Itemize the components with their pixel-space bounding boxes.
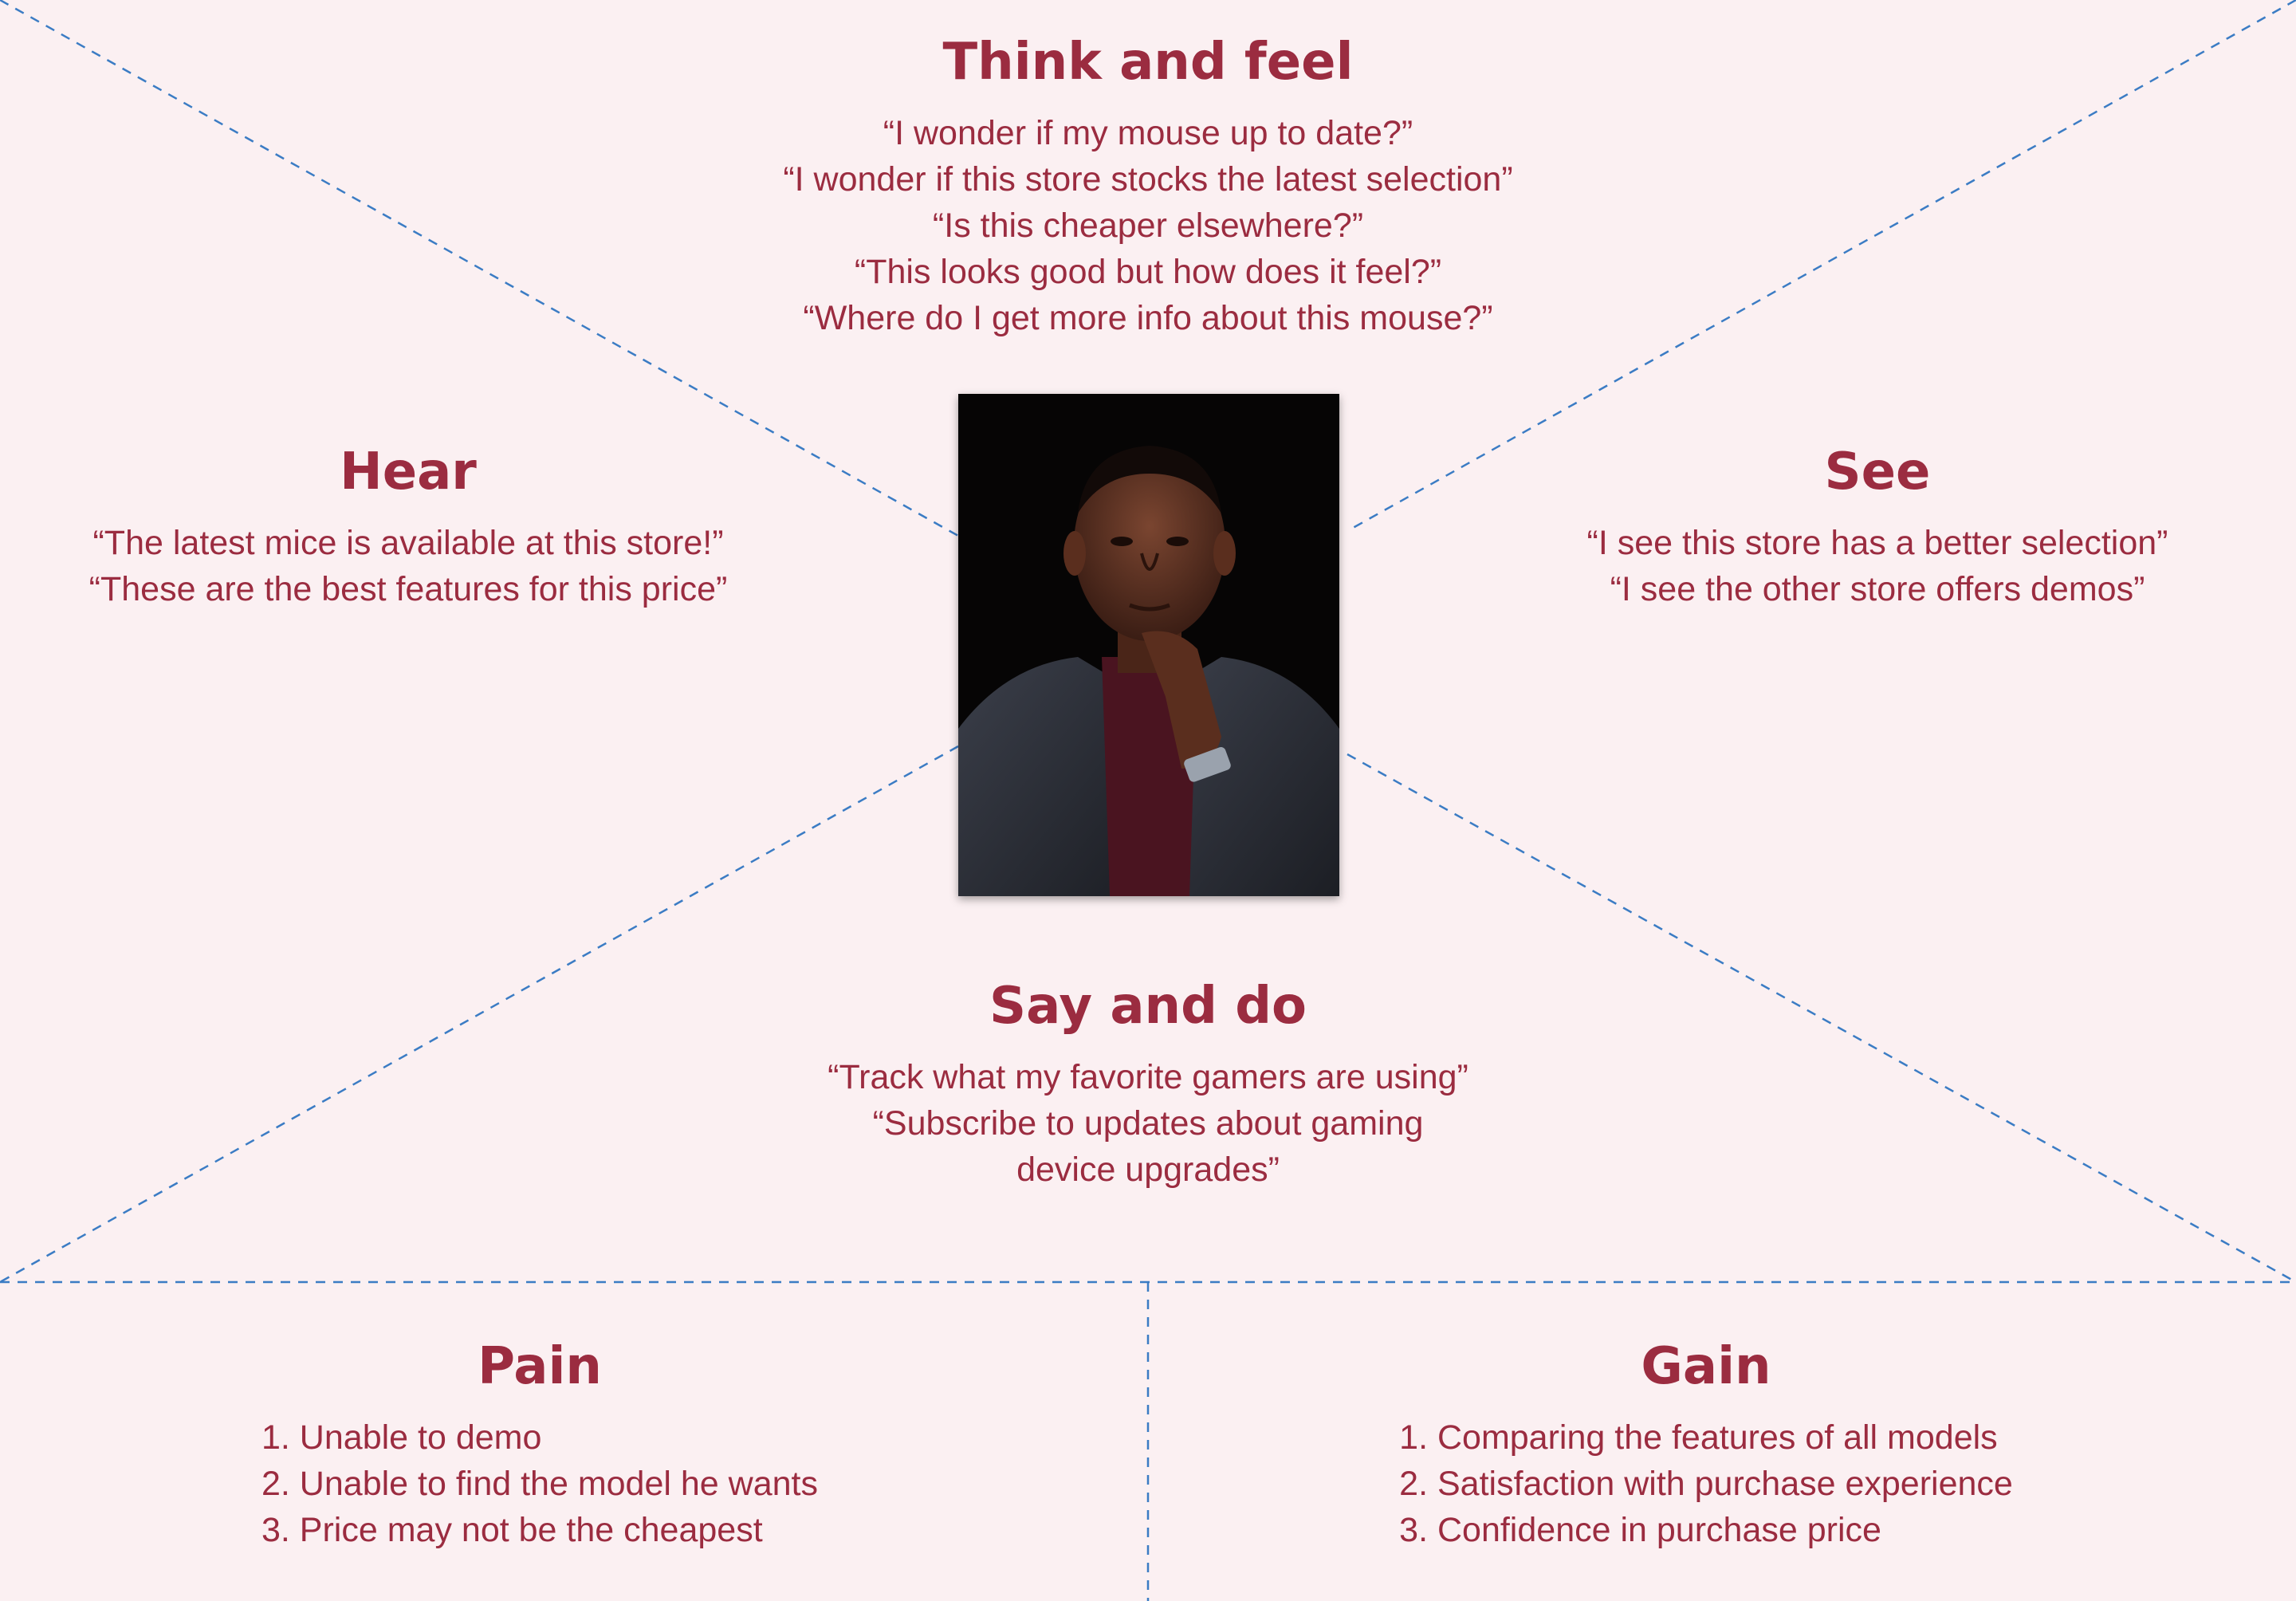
gain-item: 1. Comparing the features of all models bbox=[1399, 1418, 1998, 1457]
think-quote: “Is this cheaper elsewhere?” bbox=[932, 207, 1364, 245]
think-quote: “I wonder if this store stocks the lates… bbox=[783, 160, 1513, 199]
pain-list: 1. Unable to demo 2. Unable to find the … bbox=[261, 1414, 818, 1553]
hear-section: Hear “The latest mice is available at th… bbox=[24, 440, 792, 612]
think-and-feel-heading: Think and feel bbox=[942, 33, 1354, 92]
see-section: See “I see this store has a better selec… bbox=[1515, 440, 2240, 612]
gain-list: 1. Comparing the features of all models … bbox=[1399, 1414, 2013, 1553]
diagonal-bottom-right bbox=[1347, 753, 2296, 1284]
hear-quote: “The latest mice is available at this st… bbox=[92, 524, 724, 562]
say-quote: device upgrades” bbox=[1016, 1151, 1280, 1189]
say-quote: “Track what my favorite gamers are using… bbox=[828, 1058, 1468, 1096]
pain-heading: Pain bbox=[478, 1337, 602, 1396]
hear-heading: Hear bbox=[340, 443, 477, 502]
say-and-do-quotes: “Track what my favorite gamers are using… bbox=[670, 1054, 1626, 1193]
think-and-feel-section: Think and feel “I wonder if my mouse up … bbox=[670, 30, 1626, 341]
pain-section: Pain 1. Unable to demo 2. Unable to find… bbox=[64, 1335, 1016, 1553]
persona-photo bbox=[958, 394, 1339, 896]
hear-quotes: “The latest mice is available at this st… bbox=[24, 520, 792, 612]
gain-section: Gain 1. Comparing the features of all mo… bbox=[1228, 1335, 2184, 1553]
gain-item: 2. Satisfaction with purchase experience bbox=[1399, 1465, 2013, 1503]
see-quotes: “I see this store has a better selection… bbox=[1515, 520, 2240, 612]
say-and-do-heading: Say and do bbox=[989, 977, 1307, 1036]
think-quote: “This looks good but how does it feel?” bbox=[854, 253, 1442, 291]
see-quote: “I see the other store offers demos” bbox=[1610, 570, 2145, 608]
pain-item: 3. Price may not be the cheapest bbox=[261, 1511, 763, 1549]
say-quote: “Subscribe to updates about gaming bbox=[872, 1104, 1424, 1143]
diagonal-bottom-left bbox=[0, 745, 959, 1284]
see-quote: “I see this store has a better selection… bbox=[1586, 524, 2168, 562]
gain-item: 3. Confidence in purchase price bbox=[1399, 1511, 1881, 1549]
pain-item: 1. Unable to demo bbox=[261, 1418, 542, 1457]
think-quote: “Where do I get more info about this mou… bbox=[803, 299, 1493, 337]
see-heading: See bbox=[1824, 443, 1931, 502]
think-quote: “I wonder if my mouse up to date?” bbox=[883, 114, 1413, 152]
hear-quote: “These are the best features for this pr… bbox=[88, 570, 728, 608]
diagonal-top-right bbox=[1347, 0, 2296, 533]
think-and-feel-quotes: “I wonder if my mouse up to date?” “I wo… bbox=[670, 110, 1626, 341]
diagonal-top-left bbox=[0, 0, 959, 537]
gain-heading: Gain bbox=[1641, 1337, 1771, 1396]
pain-item: 2. Unable to find the model he wants bbox=[261, 1465, 818, 1503]
persona-portrait-image bbox=[958, 394, 1339, 896]
say-and-do-section: Say and do “Track what my favorite gamer… bbox=[670, 974, 1626, 1193]
